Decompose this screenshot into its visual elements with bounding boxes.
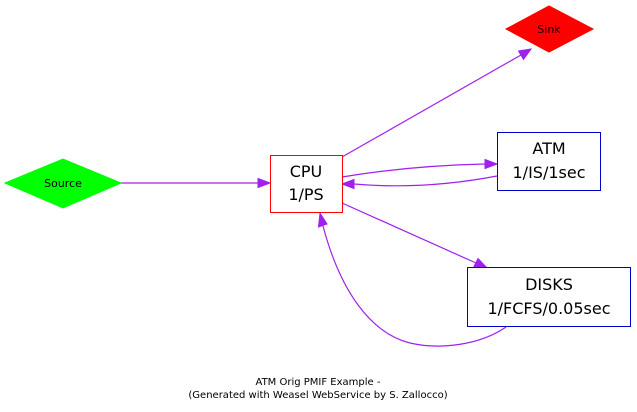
edge-cpu-to-disks <box>341 202 477 264</box>
cpu-label-line2: 1/PS <box>288 185 323 204</box>
arrowhead-cpu-to-sink <box>517 48 533 61</box>
disks-label-line2: 1/FCFS/0.05sec <box>487 299 610 318</box>
node-cpu: CPU 1/PS <box>270 155 343 213</box>
sink-label: Sink <box>537 23 561 36</box>
disks-label-line1: DISKS <box>525 275 573 294</box>
arrowhead-disks-to-cpu <box>317 211 328 228</box>
arrowhead-source-to-cpu <box>257 177 272 189</box>
caption-line1: ATM Orig PMIF Example - <box>256 377 381 388</box>
edges <box>120 48 533 347</box>
edge-atm-to-cpu <box>353 175 498 187</box>
arrowhead-cpu-to-disks <box>473 257 489 269</box>
sink-diamond-shape <box>504 5 595 53</box>
arrowhead-cpu-to-atm <box>484 158 499 170</box>
atm-box <box>497 132 601 191</box>
node-sink: Sink <box>504 5 595 53</box>
node-disks: DISKS 1/FCFS/0.05sec <box>467 267 631 327</box>
arrowhead-atm-to-cpu <box>340 178 355 190</box>
edge-cpu-to-atm <box>341 163 486 178</box>
source-diamond-shape <box>3 158 123 209</box>
atm-label-line2: 1/IS/1sec <box>513 163 586 182</box>
caption: ATM Orig PMIF Example - (Generated with … <box>188 377 447 401</box>
node-atm: ATM 1/IS/1sec <box>497 132 601 191</box>
atm-label-line1: ATM <box>532 139 565 158</box>
cpu-label-line1: CPU <box>290 162 323 181</box>
node-source: Source <box>3 158 123 209</box>
edge-cpu-to-sink <box>341 54 522 158</box>
caption-line2: (Generated with Weasel WebService by S. … <box>188 390 447 401</box>
edge-disks-to-cpu <box>322 225 507 347</box>
cpu-box <box>270 155 343 213</box>
source-label: Source <box>44 177 82 190</box>
disks-box <box>467 267 631 327</box>
